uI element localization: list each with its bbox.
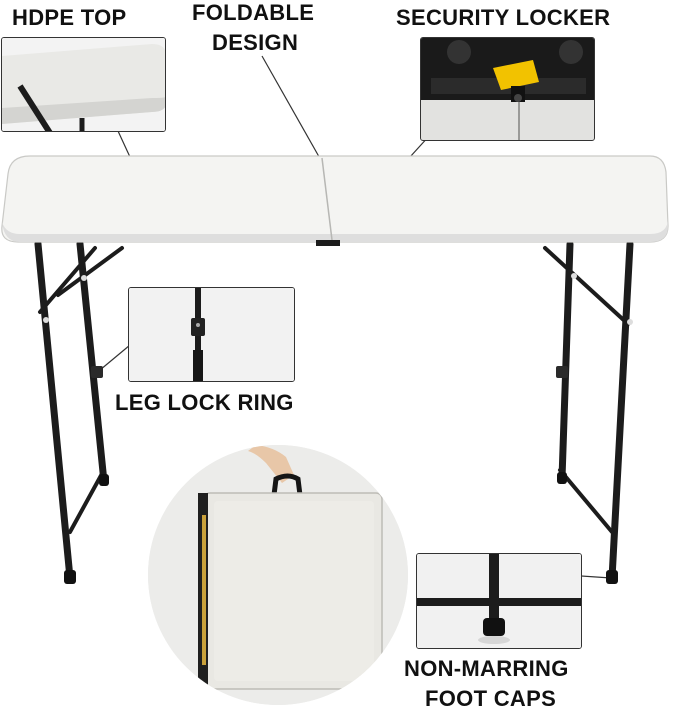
label-hdpe-top: HDPE TOP [12,5,127,30]
inset-hdpe-top [1,37,166,132]
inset-foot-caps [416,553,582,649]
label-security-locker: SECURITY LOCKER [396,5,611,30]
foot-caps [64,472,618,584]
label-foldable-design-line1: FOLDABLE [192,0,315,25]
label-leg-lock-ring: LEG LOCK RING [115,390,294,415]
label-non-marring-line2: FOOT CAPS [425,686,557,711]
label-non-marring-line1: NON-MARRING [404,656,569,681]
inset-security-locker [420,37,595,141]
folded-table-carry-image [148,445,408,705]
table-top [1,155,669,246]
label-foldable-design-line2: DESIGN [212,30,299,55]
table-frame [34,240,634,582]
inset-leg-lock-ring [128,287,295,382]
